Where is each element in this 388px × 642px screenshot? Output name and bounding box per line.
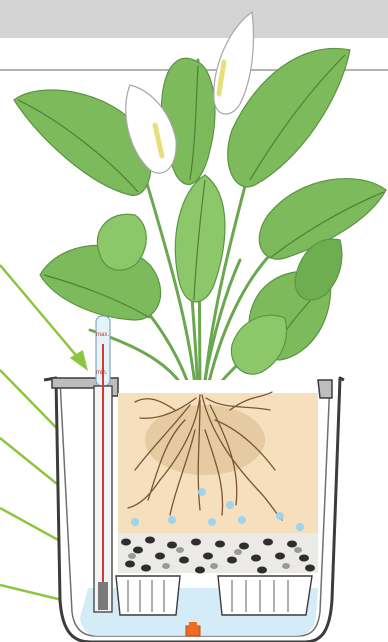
leaf-center	[175, 175, 225, 302]
header-band	[0, 0, 388, 38]
pebble-substrate	[118, 533, 318, 574]
gauge-min-label: min.	[96, 370, 108, 376]
gauge-max-label: max.	[96, 332, 109, 338]
pot-rim-right	[318, 380, 332, 398]
planter-pot: max. min.	[44, 316, 344, 642]
gauge-float	[98, 582, 108, 610]
water-level-indicator-icon: max. min.	[94, 316, 112, 612]
leaf-mid-right-small	[231, 315, 286, 374]
